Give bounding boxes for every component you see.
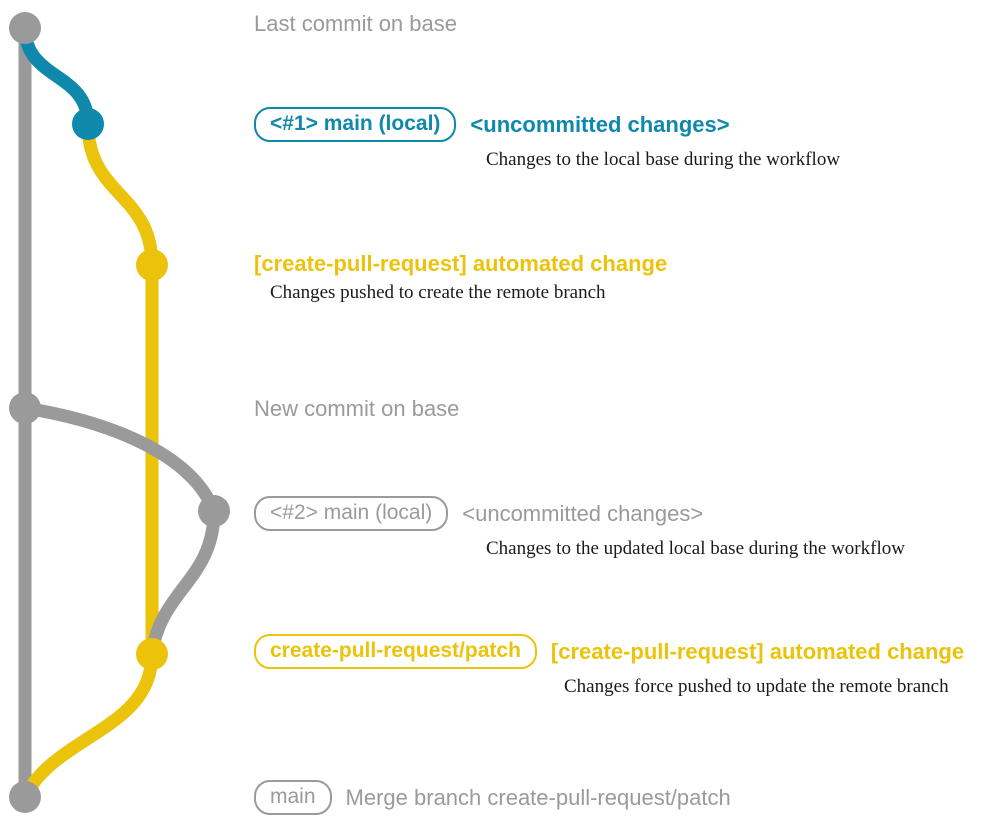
row-primary-line: <#2> main (local) <uncommitted changes> [254,496,905,532]
row-stack: main Merge branch create-pull-request/pat… [254,780,731,816]
commit-detail-note: Changes to the updated local base during… [486,538,905,560]
row-stack: create-pull-request/patch [create-pull-re… [254,634,964,698]
row-main-local-1: <#1> main (local) <uncommitted changes> Ch… [254,107,840,171]
commit-node-merge[interactable] [9,781,41,813]
row-main-local-2: <#2> main (local) <uncommitted changes> Ch… [254,496,905,560]
commit-node-main-local-1[interactable] [72,108,104,140]
branch-ref-badge[interactable]: <#2> main (local) [254,496,449,532]
commit-subject: New commit on base [254,396,460,421]
row-primary-line: New commit on base [254,397,459,420]
commit-node-automated-change-2[interactable] [136,638,168,670]
row-stack: New commit on base [254,397,459,420]
commit-node-last-commit-on-base[interactable] [9,12,41,44]
commit-subject: [create-pull-request] automated change [550,638,965,664]
row-primary-line: create-pull-request/patch [create-pull-re… [254,634,965,670]
commit-subject: <uncommitted changes> [462,500,704,526]
edge-local-main-2-to-patch [145,504,221,661]
row-stack: <#1> main (local) <uncommitted changes> Ch… [254,107,840,171]
edge-new-base-to-local-main-2 [18,401,221,518]
commit-detail-note: Changes force pushed to update the remot… [564,676,949,698]
branch-ref-badge[interactable]: <#1> main (local) [254,107,457,143]
row-automated-change-2: create-pull-request/patch [create-pull-re… [254,634,964,698]
commit-subject: [create-pull-request] automated change [254,251,668,276]
commit-node-automated-change-1[interactable] [136,249,168,281]
commit-subject: Last commit on base [254,11,457,36]
graph-edges [18,21,221,804]
branch-ref-badge[interactable]: create-pull-request/patch [254,634,537,670]
row-merge: main Merge branch create-pull-request/pat… [254,780,731,816]
commit-node-main-local-2[interactable] [198,495,230,527]
commit-subject: <uncommitted changes> [470,111,730,137]
row-last-commit: Last commit on base [254,12,457,35]
row-primary-line: <#1> main (local) <uncommitted changes> [254,107,840,143]
row-primary-line: Last commit on base [254,12,457,35]
branch-ref-badge[interactable]: main [254,780,332,816]
row-new-commit: New commit on base [254,397,459,420]
row-primary-line: [create-pull-request] automated change [254,252,667,275]
edge-local-to-remote-branch [81,117,159,272]
row-stack: Last commit on base [254,12,457,35]
edge-patch-to-merge-commit [18,647,159,804]
commit-detail-note: Changes to the local base during the wor… [486,149,841,171]
commit-node-new-commit-on-base[interactable] [9,392,41,424]
row-primary-line: main Merge branch create-pull-request/pat… [254,780,731,816]
commit-detail-note: Changes pushed to create the remote bran… [270,282,606,304]
edge-base-to-local-main [18,21,95,131]
graph-nodes [9,12,230,813]
commit-subject: Merge branch create-pull-request/patch [345,784,731,810]
row-stack: <#2> main (local) <uncommitted changes> Ch… [254,496,905,560]
